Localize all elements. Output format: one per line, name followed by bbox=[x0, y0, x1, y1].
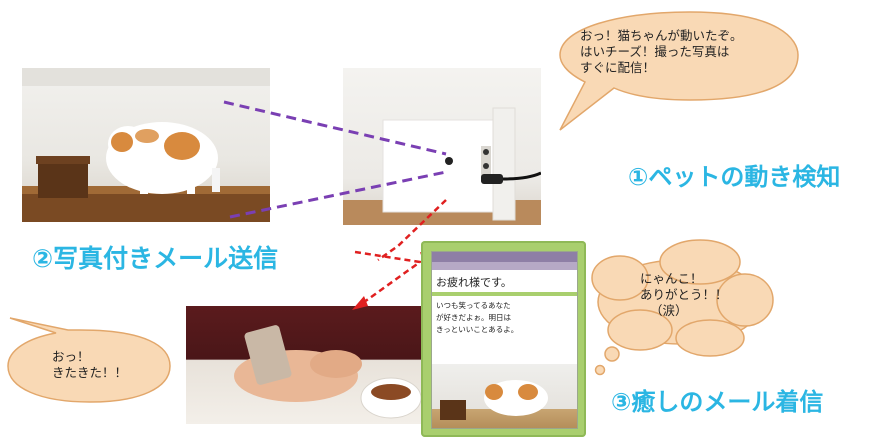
caption-step-3: ③癒しのメール着信 bbox=[611, 388, 824, 416]
detection-line-upper bbox=[223, 100, 447, 156]
email-subject: お疲れ様です。 bbox=[436, 276, 512, 289]
header-stripe-light bbox=[432, 262, 577, 270]
subject-divider bbox=[432, 292, 577, 296]
user-speech-bubble bbox=[7, 317, 171, 403]
phone-hands-photo bbox=[186, 306, 422, 424]
thought-cloud bbox=[591, 239, 774, 376]
thought-text: にゃんこ！ ありがとう！！ （涙） bbox=[640, 271, 728, 319]
cat-illustration bbox=[22, 68, 270, 222]
phone-screen: お疲れ様です。 いつも笑ってるあなた が好きだよぉ。明日は きっといいことあるよ… bbox=[431, 251, 578, 429]
thought-line-1: にゃんこ！ bbox=[640, 271, 703, 286]
detection-line-lower bbox=[229, 170, 447, 219]
send-arrow-2 bbox=[354, 250, 424, 307]
camera-speech-line-1: おっ！猫ちゃんが動いたぞ。 bbox=[580, 28, 743, 43]
camera-speech-line-3: すぐに配信！ bbox=[580, 60, 656, 75]
email-body-line-3: きっといいことあるよ。 bbox=[436, 325, 519, 334]
user-speech-line-1: おっ！ bbox=[52, 349, 90, 364]
email-body-line-2: が好きだよぉ。明日は bbox=[436, 313, 511, 322]
hands-illustration bbox=[234, 325, 422, 419]
header-stripe bbox=[432, 252, 577, 262]
camera-speech-text: おっ！猫ちゃんが動いたぞ。 はいチーズ！撮った写真は すぐに配信！ bbox=[580, 28, 743, 76]
caption-step-2: ②写真付きメール送信 bbox=[32, 244, 279, 273]
camera-speech-line-2: はいチーズ！撮った写真は bbox=[580, 44, 730, 59]
user-speech-line-2: きたきた！！ bbox=[52, 365, 128, 380]
email-body-line-1: いつも笑ってるあなた bbox=[436, 301, 511, 310]
cat-photo bbox=[22, 68, 270, 222]
phone-device: お疲れ様です。 いつも笑ってるあなた が好きだよぉ。明日は きっといいことあるよ… bbox=[421, 241, 586, 437]
send-arrow-1 bbox=[377, 199, 447, 262]
pet-camera-photo bbox=[343, 68, 541, 225]
camera-speech-bubble bbox=[559, 11, 799, 131]
user-speech-text: おっ！ きたきた！！ bbox=[52, 349, 127, 381]
email-attached-photo bbox=[432, 364, 577, 428]
caption-step-1: ①ペットの動き検知 bbox=[628, 163, 841, 191]
thought-line-2: ありがとう！！ bbox=[640, 287, 728, 302]
thought-line-3: （涙） bbox=[650, 303, 688, 318]
camera-illustration bbox=[343, 107, 541, 225]
attached-cat-illustration bbox=[440, 380, 548, 420]
email-body: いつも笑ってるあなた が好きだよぉ。明日は きっといいことあるよ。 bbox=[436, 300, 572, 336]
arrowhead-to-phone bbox=[352, 296, 368, 310]
